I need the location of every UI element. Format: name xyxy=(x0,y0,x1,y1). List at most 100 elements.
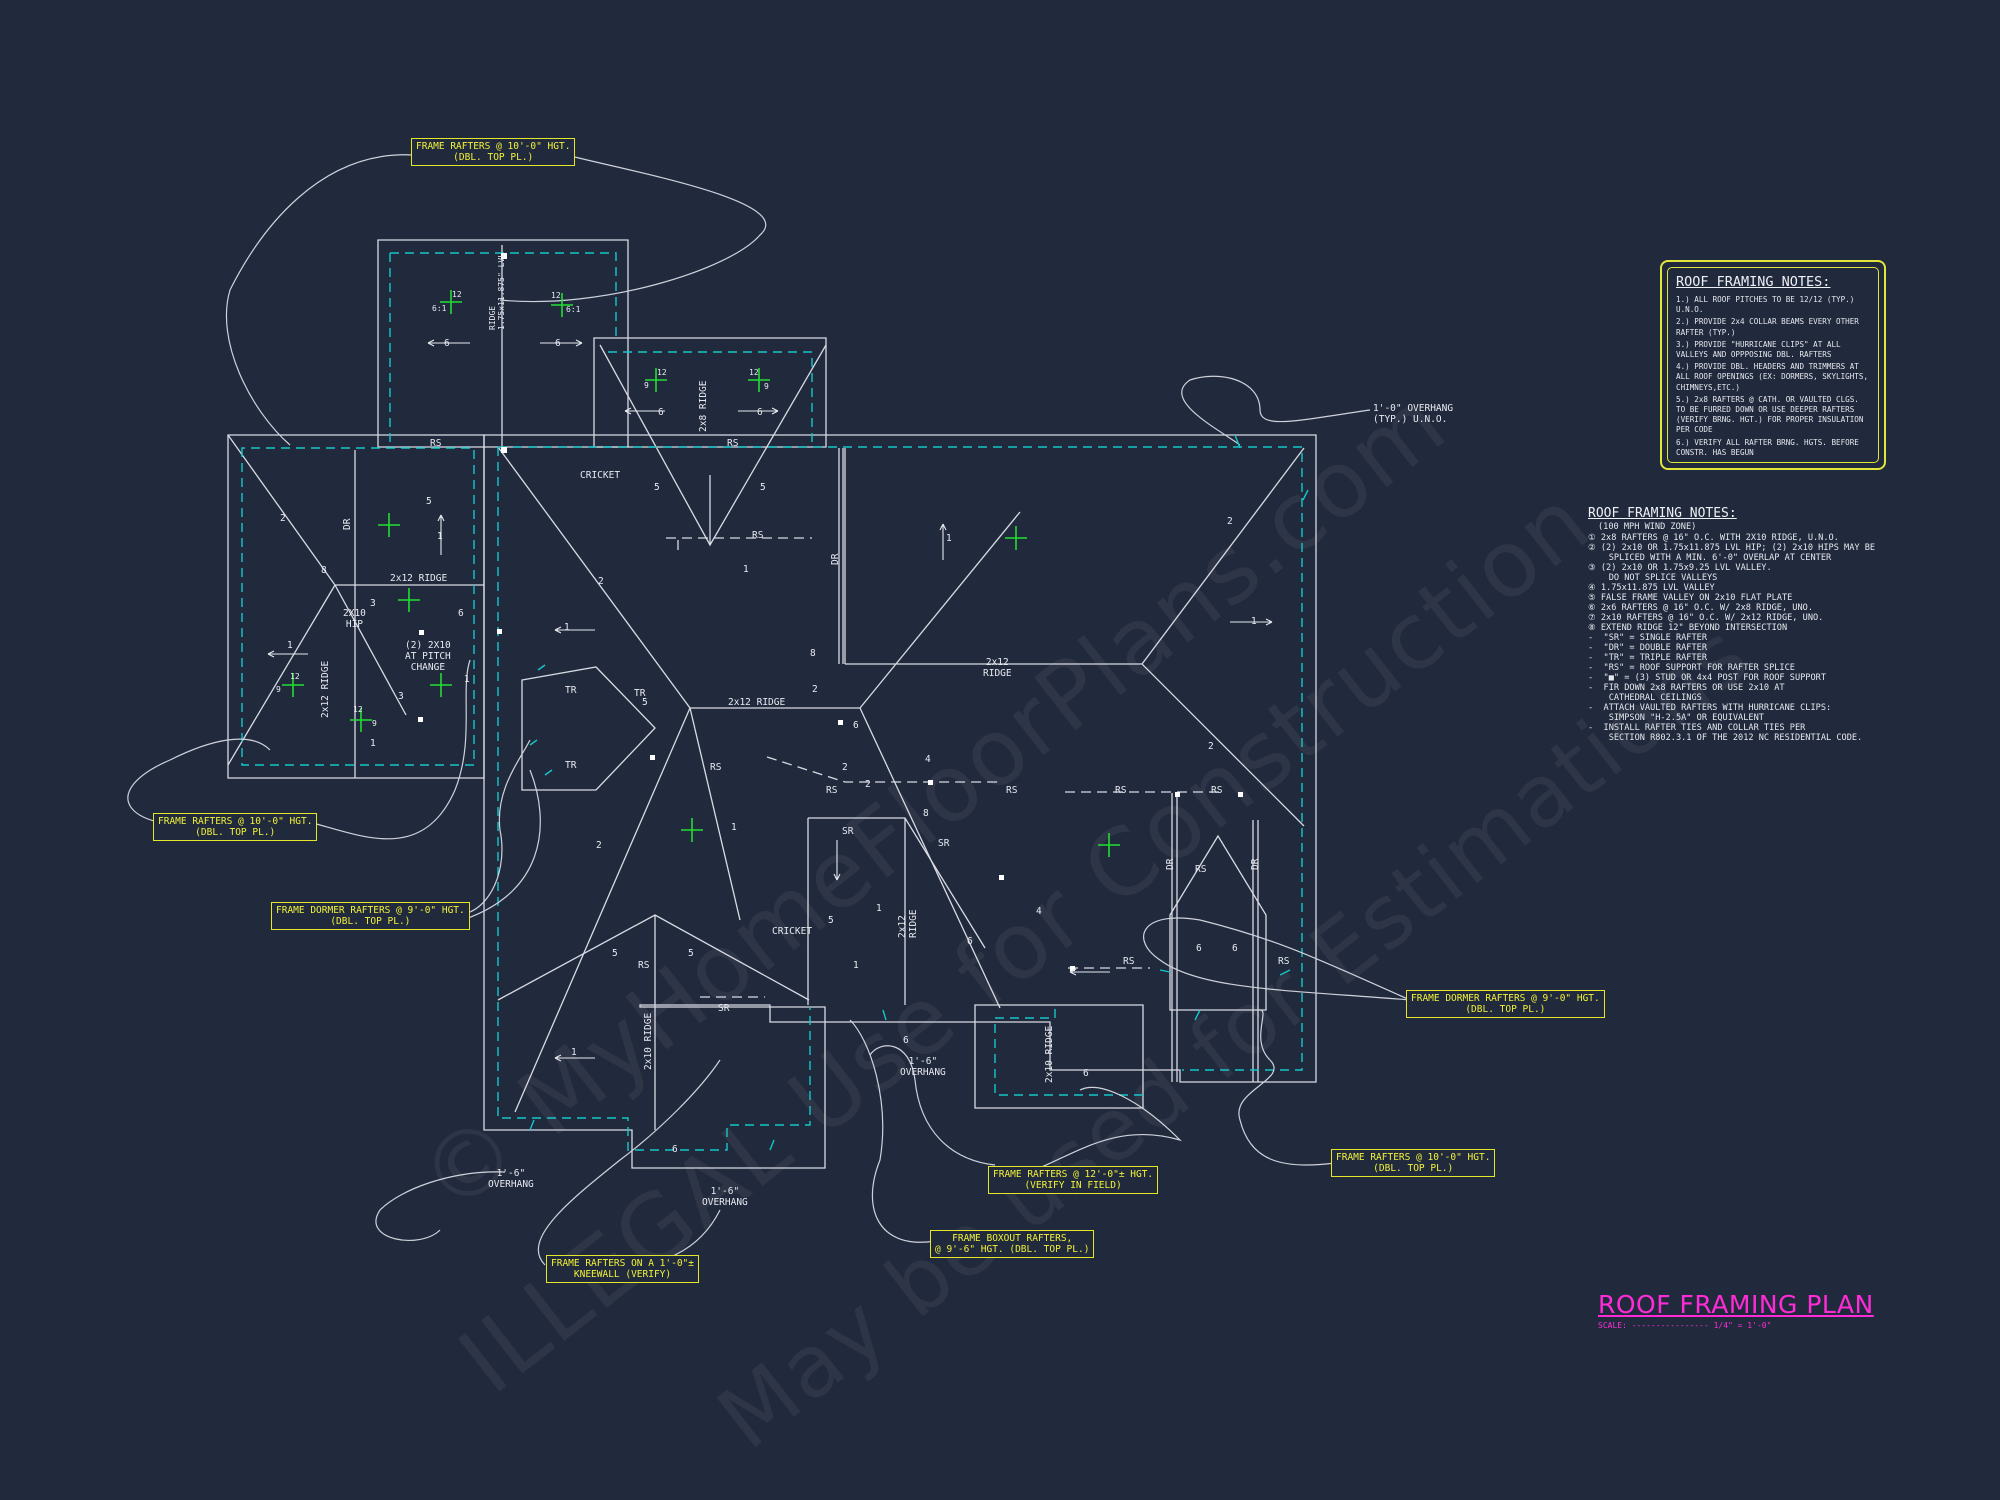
roof-framing-legend: ROOF FRAMING NOTES: (100 MPH WIND ZONE) … xyxy=(1588,506,1888,743)
tag: 5 xyxy=(612,948,618,959)
pitch-run: 6:1 xyxy=(566,305,581,314)
callout-kneewall: FRAME RAFTERS ON A 1'-0"± KNEEWALL (VERI… xyxy=(546,1255,699,1283)
legend-item: - FIR DOWN 2x8 RAFTERS OR USE 2x10 AT xyxy=(1588,683,1785,693)
tag: 6 xyxy=(903,1035,909,1046)
ridge-label-2x12-a: 2x12 RIDGE xyxy=(390,573,448,584)
pitch-rise: 12 xyxy=(749,368,759,377)
sr-label: SR xyxy=(718,1003,730,1014)
hip-label-2x10: 2X10 HIP xyxy=(343,608,366,630)
note-item: 3.) PROVIDE "HURRICANE CLIPS" AT ALL VAL… xyxy=(1676,339,1841,360)
tag: 1 xyxy=(287,640,293,651)
tag: 2 xyxy=(812,684,818,695)
legend-item: ⑦ 2x10 RAFTERS @ 16" O.C. W/ 2x12 RIDGE,… xyxy=(1588,613,1824,623)
tag: 1 xyxy=(743,564,749,575)
tag: 2 xyxy=(596,840,602,851)
legend-item: ④ 1.75x11.875 LVL VALLEY xyxy=(1588,583,1715,593)
ridge-label-2x12-c: 2x12 RIDGE xyxy=(983,657,1012,679)
roof-outline-center-bump xyxy=(593,337,827,448)
tag: 2 xyxy=(1208,741,1214,752)
rs-label: RS xyxy=(430,438,442,449)
rs-label: RS xyxy=(1006,785,1018,796)
rs-label: RS xyxy=(638,960,650,971)
tag: 1 xyxy=(464,674,470,685)
tag: 6 xyxy=(555,338,561,349)
legend-item: ① 2x8 RAFTERS @ 16" O.C. WITH 2X10 RIDGE… xyxy=(1588,533,1839,543)
sr-label: SR xyxy=(842,826,854,837)
legend-item: - "DR" = DOUBLE RAFTER xyxy=(1588,643,1707,653)
rs-dash-lines xyxy=(666,537,1223,998)
pitch-run: 6:1 xyxy=(432,304,447,313)
tag: 6 xyxy=(458,608,464,619)
note-item: 6.) VERIFY ALL RAFTER BRNG. HGTS. BEFORE… xyxy=(1676,437,1859,457)
legend-item: SPLICED WITH A MIN. 6'-0" OVERLAP AT CEN… xyxy=(1588,553,1832,563)
leader-overhang-typ xyxy=(1181,375,1371,446)
note-item: 4.) PROVIDE DBL. HEADERS AND TRIMMERS AT… xyxy=(1676,362,1869,392)
rs-label: RS xyxy=(1123,956,1135,967)
legend-item: DO NOT SPLICE VALLEYS xyxy=(1588,573,1718,583)
tr-label: TR xyxy=(565,760,577,771)
legend-item: SECTION R802.3.1 OF THE 2012 NC RESIDENT… xyxy=(1588,733,1863,743)
tag: 5 xyxy=(688,948,694,959)
legend-item: ⑧ EXTEND RIDGE 12" BEYOND INTERSECTION xyxy=(1588,623,1788,633)
ridge-label-2x10-a: 2x10 RIDGE xyxy=(643,1012,654,1070)
pitch-rise: 12 xyxy=(452,290,462,299)
legend-item: ⑤ FALSE FRAME VALLEY ON 2x10 FLAT PLATE xyxy=(1588,593,1793,603)
double-rafter-3 xyxy=(1252,820,1259,1082)
dr-label: DR xyxy=(830,553,841,565)
pitch-rise: 12 xyxy=(353,705,363,714)
tag: 1 xyxy=(876,903,882,914)
legend-item: - ATTACH VAULTED RAFTERS WITH HURRICANE … xyxy=(1588,703,1832,713)
pitch-rise: 12 xyxy=(551,291,561,300)
roof-outline-main xyxy=(483,434,1317,1169)
tag: 6 xyxy=(853,720,859,731)
lower-dormer-lines xyxy=(497,707,986,1130)
tag: 5 xyxy=(828,915,834,926)
leader-c1 xyxy=(225,151,767,446)
rs-label: RS xyxy=(1115,785,1127,796)
pitch-change-label: (2) 2X10 AT PITCH CHANGE xyxy=(405,640,451,673)
note-item: 1.) ALL ROOF PITCHES TO BE 12/12 (TYP.) … xyxy=(1676,295,1855,315)
rs-label: RS xyxy=(826,785,838,796)
dr-label: DR xyxy=(1165,858,1176,870)
notes-title: ROOF FRAMING NOTES: xyxy=(1676,274,1831,290)
tag: 2 xyxy=(842,762,848,773)
sr-label: SR xyxy=(938,838,950,849)
legend-item: ② (2) 2x10 OR 1.75x11.875 LVL HIP; (2) 2… xyxy=(1588,543,1876,553)
tag: 6 xyxy=(672,1144,678,1155)
overhang-label-b: 1'-6" OVERHANG xyxy=(702,1186,748,1208)
rs-label: RS xyxy=(710,762,722,773)
note-item: 5.) 2x8 RAFTERS @ CATH. OR VAULTED CLGS.… xyxy=(1676,394,1864,435)
callout-dormer-left: FRAME DORMER RAFTERS @ 9'-0" HGT. (DBL. … xyxy=(271,902,470,930)
overhang-label-a: 1'-6" OVERHANG xyxy=(488,1168,534,1190)
tag: 3 xyxy=(398,691,404,702)
dormer-left xyxy=(521,666,656,791)
ridge-label-2x12-b: 2x12 RIDGE xyxy=(728,697,786,708)
note-item: 2.) PROVIDE 2x4 COLLAR BEAMS EVERY OTHER… xyxy=(1676,317,1859,337)
legend-subtitle: (100 MPH WIND ZONE) xyxy=(1598,522,1697,532)
tag: 5 xyxy=(760,482,766,493)
leader-c5 xyxy=(1238,1009,1336,1166)
tag: 1 xyxy=(1251,616,1257,627)
roof-outline-left-wing xyxy=(227,434,485,779)
tag: 5 xyxy=(654,482,660,493)
leader-overhang-a xyxy=(375,1171,506,1241)
leader-c4 xyxy=(1143,917,1411,1001)
hip-lines xyxy=(227,344,1305,1113)
legend-title: ROOF FRAMING NOTES: xyxy=(1588,506,1737,521)
legend-item: - "TR" = TRIPLE RAFTER xyxy=(1588,653,1707,663)
wall-line-left xyxy=(241,447,475,766)
callout-rafters-lower-right: FRAME RAFTERS @ 10'-0" HGT. (DBL. TOP PL… xyxy=(1331,1149,1496,1177)
tag: 6 xyxy=(1232,943,1238,954)
dr-label: DR xyxy=(342,518,353,530)
plan-scale: SCALE: ---------------- 1/4" = 1'-0" xyxy=(1598,1321,1772,1330)
tag: 8 xyxy=(321,565,327,576)
leader-c6 xyxy=(869,1045,1183,1176)
tag: 1 xyxy=(731,822,737,833)
ridge-label-lvl: RIDGE 1.75x11.875" LVL xyxy=(488,252,506,330)
tag: 5 xyxy=(426,496,432,507)
tag: 1 xyxy=(564,622,570,633)
tag: 2 xyxy=(598,576,604,587)
tag: 1 xyxy=(946,533,952,544)
tr-label: TR xyxy=(634,688,646,699)
callout-rafters-top: FRAME RAFTERS @ 10'-0" HGT. (DBL. TOP PL… xyxy=(411,138,576,166)
